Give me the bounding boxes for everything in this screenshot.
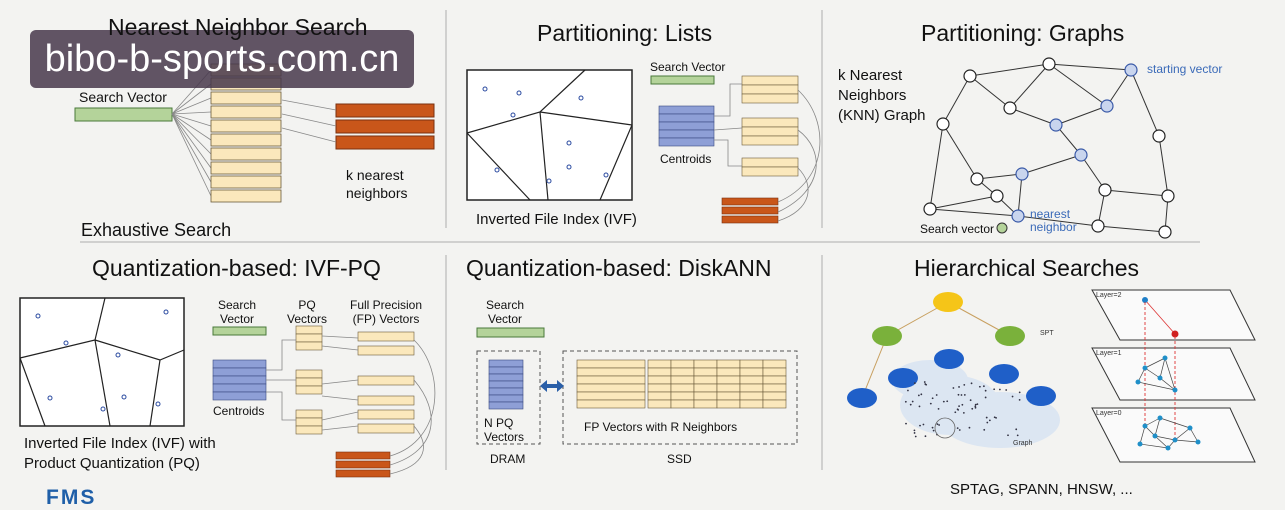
watermark-banner: bibo-b-sports.com.cn	[30, 30, 414, 88]
graph-node	[1011, 209, 1025, 223]
nn-knn-bar-3	[335, 135, 435, 150]
nn-dataset-row	[210, 91, 282, 105]
lists-centroids-label: Centroids	[660, 152, 712, 166]
ivfpq-search-vector-label: Search Vector	[218, 298, 257, 326]
diskann-ssd-label: SSD	[667, 452, 692, 466]
diskann-dram-box	[476, 350, 541, 445]
hier-layer0-label: Layer=0	[1096, 410, 1122, 417]
graph-node	[970, 172, 984, 186]
hier-graph-label: Graph	[1013, 440, 1033, 447]
diskann-search-vector-label: Search Vector	[486, 298, 525, 326]
graph-node	[963, 69, 977, 83]
nn-dataset-row	[210, 133, 282, 147]
ivfpq-search-vector-bar	[212, 326, 267, 336]
diskann-arrow	[540, 380, 564, 392]
layer-0-plane	[1091, 407, 1256, 463]
nn-knn-label: k nearest neighbors	[346, 167, 408, 201]
diskann-panel	[476, 327, 798, 445]
layer-2-plane	[1091, 289, 1256, 341]
nn-knn-bar-2	[335, 119, 435, 134]
lists-search-vector-label: Search Vector	[650, 60, 726, 74]
nn-search-vector-bar	[74, 107, 173, 122]
graphs-nearest-label: nearest neighbor	[1030, 207, 1077, 234]
ivfpq-fp-label: Full Precision (FP) Vectors	[350, 298, 423, 326]
nn-caption: Exhaustive Search	[81, 220, 232, 240]
nn-dataset-row	[210, 161, 282, 175]
fms-logo: FMS	[46, 486, 97, 509]
diskann-npq-label: N PQ Vectors	[484, 416, 525, 444]
layer-1-plane	[1091, 347, 1256, 401]
graphs-knn-label: k Nearest Neighbors (KNN) Graph	[838, 67, 926, 124]
nn-search-vector-label: Search Vector	[79, 89, 167, 105]
hier-green-node-1	[872, 326, 902, 346]
nn-dataset-row	[210, 189, 282, 203]
hier-layer1-label: Layer=1	[1096, 350, 1122, 357]
ivfpq-pq-label: PQ Vectors	[287, 298, 328, 326]
lists-caption: Inverted File Index (IVF)	[476, 211, 637, 228]
graphs-starting-label: starting vector	[1147, 62, 1223, 76]
ivfpq-caption: Inverted File Index (IVF) with Product Q…	[24, 435, 216, 472]
graphs-title: Partitioning: Graphs	[921, 20, 1125, 46]
graph-node	[1100, 99, 1114, 113]
ivfpq-title: Quantization-based: IVF-PQ	[92, 255, 381, 281]
diskann-ssd-box	[562, 350, 798, 445]
hier-green-node-2	[995, 326, 1025, 346]
hier-spt-label: SPT	[1040, 330, 1054, 337]
graph-node	[990, 189, 1004, 203]
graph-node	[1091, 219, 1105, 233]
graphs-search-label: Search vector	[920, 222, 995, 236]
hier-title: Hierarchical Searches	[914, 255, 1139, 281]
lists-search-vector-bar	[650, 75, 715, 85]
ivfpq-panel	[19, 297, 436, 478]
hier-panel	[847, 289, 1256, 463]
diskann-search-vector-bar	[476, 327, 545, 338]
diskann-fp-label: FP Vectors with R Neighbors	[584, 420, 738, 434]
nn-dataset-row	[210, 147, 282, 161]
graph-node	[1124, 63, 1138, 77]
diskann-dram-label: DRAM	[490, 452, 526, 466]
nn-dataset-row	[210, 119, 282, 133]
graph-node	[1049, 118, 1063, 132]
graph-node	[923, 202, 937, 216]
ivfpq-centroids-label: Centroids	[213, 404, 265, 418]
lists-panel	[466, 69, 821, 224]
nn-dataset-row	[210, 105, 282, 119]
lists-voronoi-box	[466, 69, 633, 201]
hier-layer2-label: Layer=2	[1096, 292, 1122, 299]
graph-node	[1158, 225, 1172, 239]
hier-caption: SPTAG, SPANN, HNSW, ...	[950, 481, 1133, 498]
hier-root-node	[933, 292, 963, 312]
graphs-panel	[923, 57, 1175, 239]
graph-node	[1042, 57, 1056, 71]
graph-node	[1015, 167, 1029, 181]
graph-node	[1003, 101, 1017, 115]
nn-title: Nearest Neighbor Search	[108, 14, 368, 40]
graph-node	[1161, 189, 1175, 203]
graph-node	[1098, 183, 1112, 197]
graph-node	[1074, 148, 1088, 162]
graph-node	[1152, 129, 1166, 143]
diskann-title: Quantization-based: DiskANN	[466, 255, 772, 281]
graph-node	[936, 117, 950, 131]
nn-dataset-row	[210, 175, 282, 189]
nn-knn-bar-1	[335, 103, 435, 118]
lists-title: Partitioning: Lists	[537, 20, 713, 46]
